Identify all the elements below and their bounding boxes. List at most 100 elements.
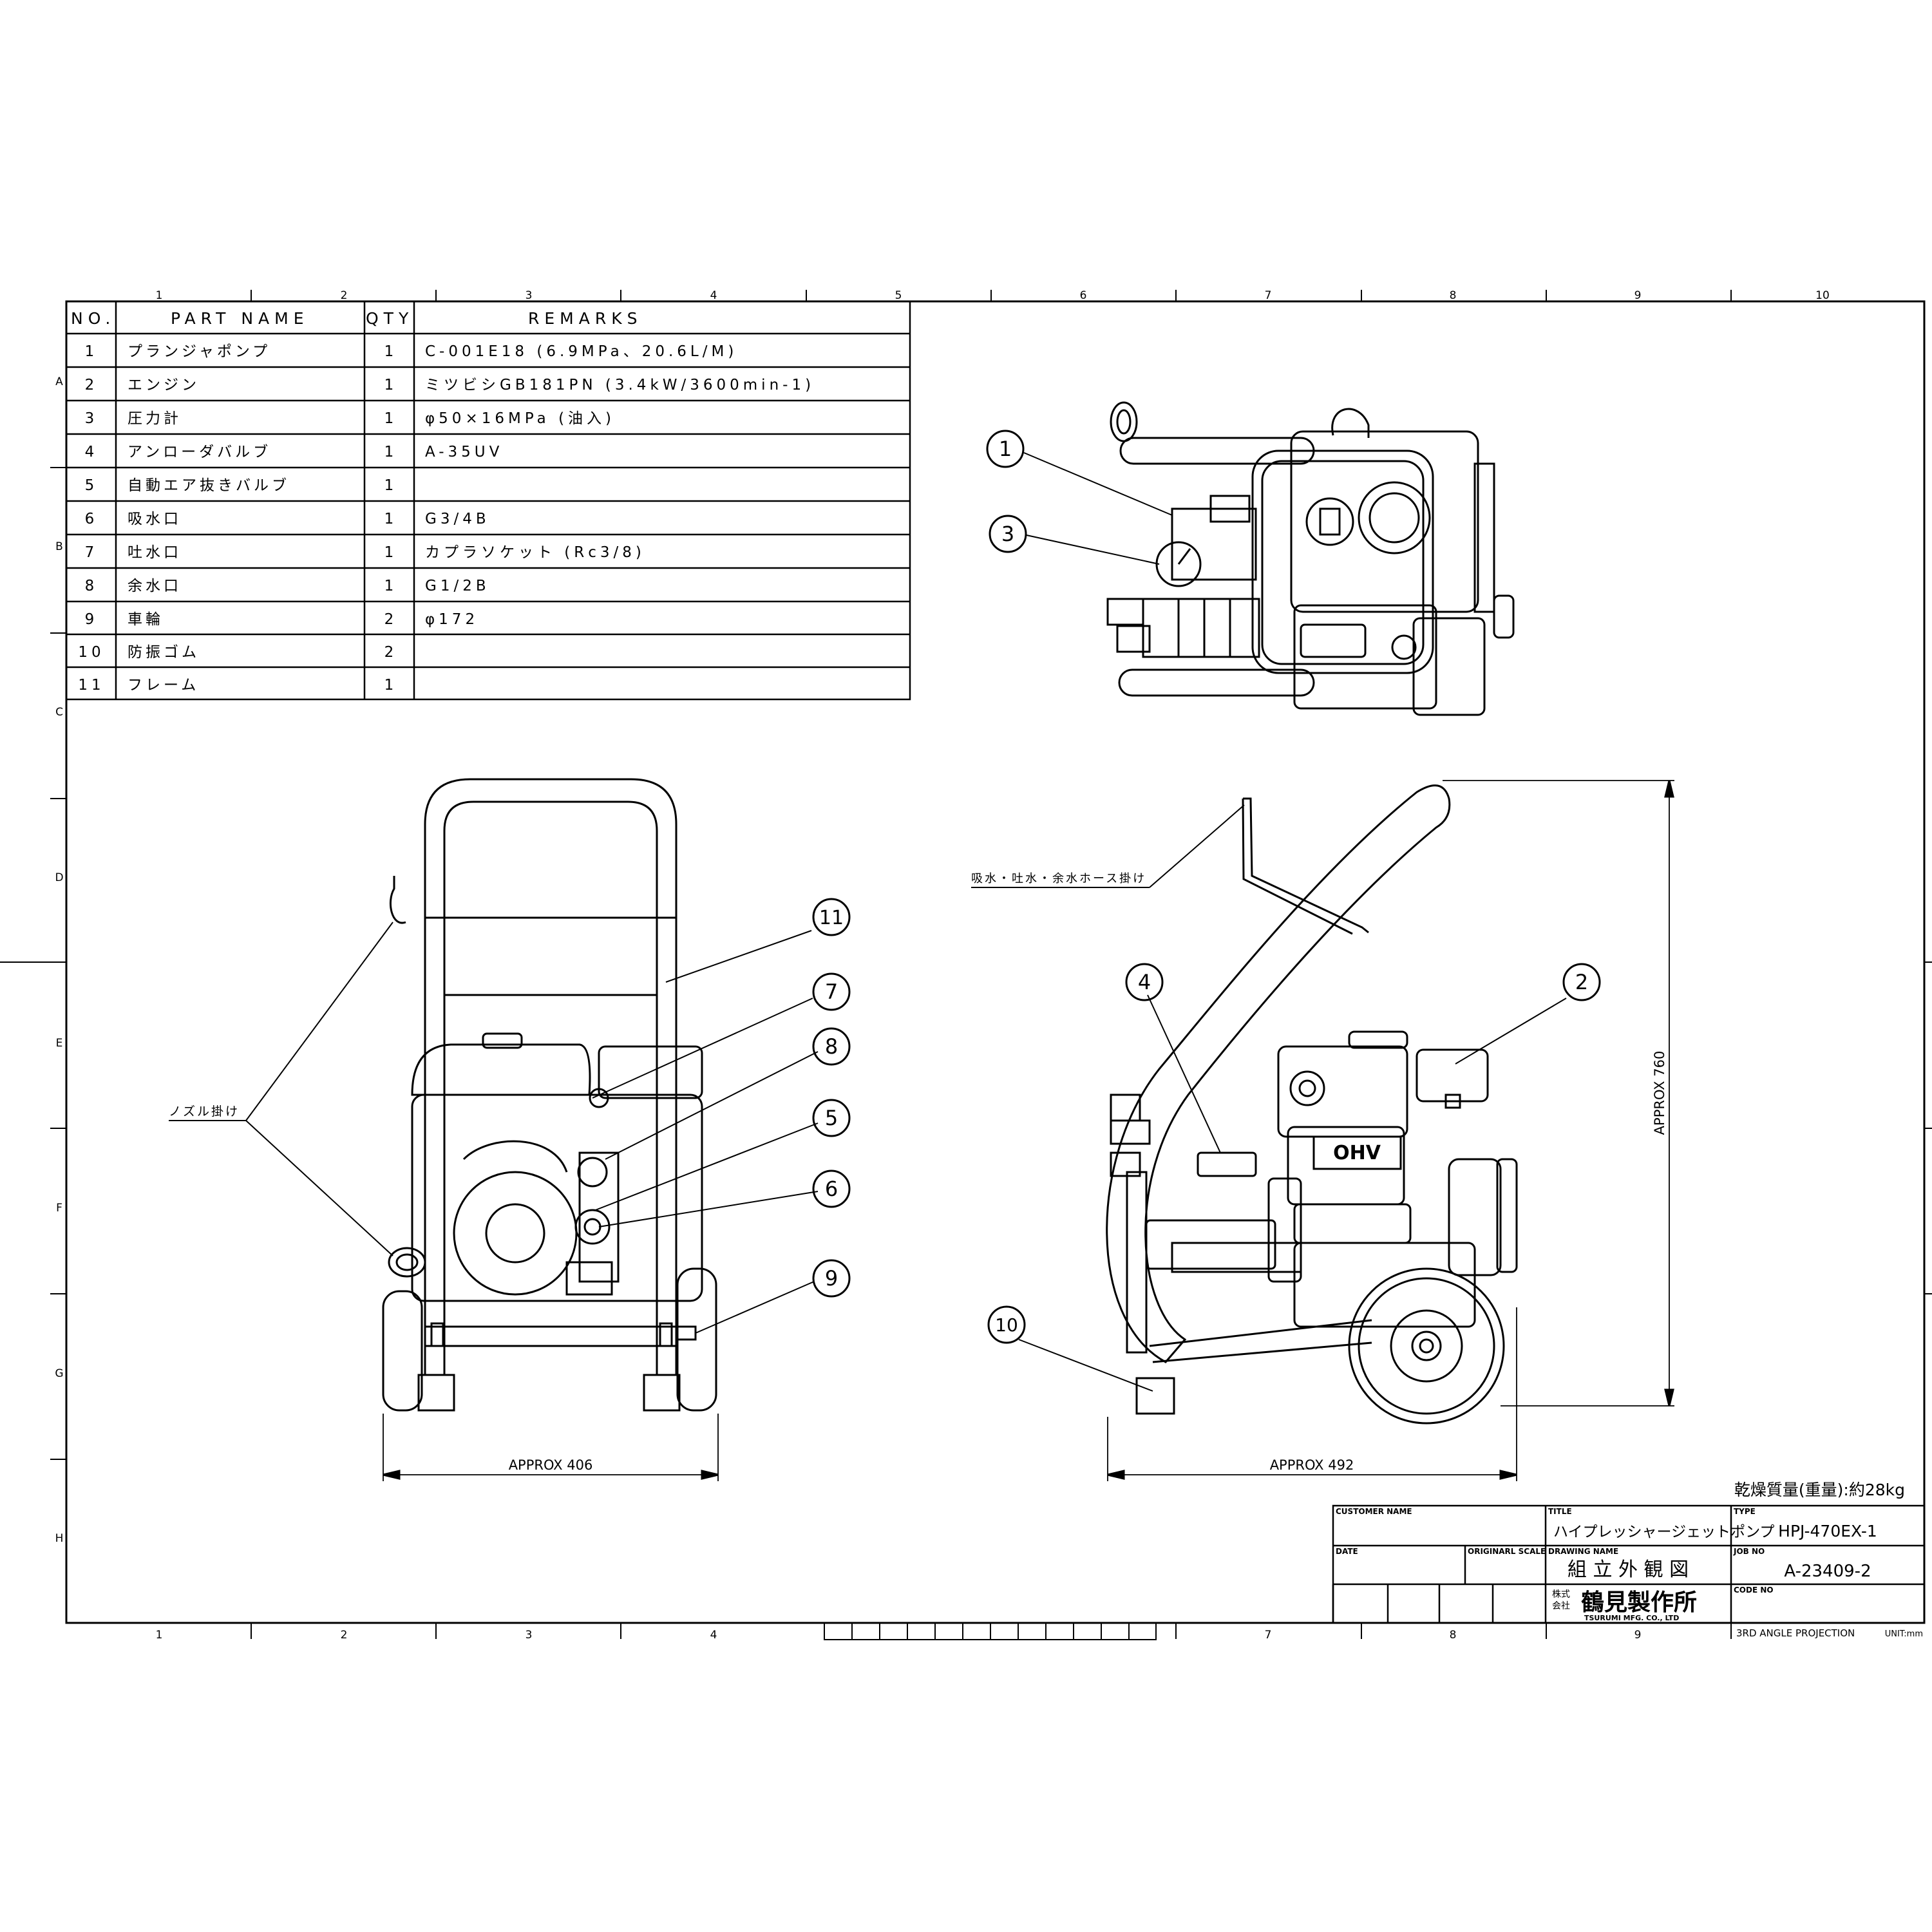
parts-cell-remarks: G1/2B — [425, 578, 490, 594]
zone-col-9-bottom: 9 — [1634, 1629, 1642, 1642]
callout-10: 10 — [987, 1305, 1026, 1344]
parts-cell-name: 自動エア抜きバルブ — [128, 477, 290, 494]
zone-col-3-bottom: 3 — [526, 1629, 533, 1642]
front-width-dimension: APPROX 406 — [509, 1457, 593, 1473]
company-name-en: TSURUMI MFG. CO., LTD — [1584, 1614, 1679, 1622]
zone-col-2-bottom: 2 — [341, 1629, 348, 1642]
parts-cell-name: フレーム — [128, 677, 199, 694]
parts-cell-qty: 1 — [384, 343, 394, 360]
customer-name-label: CUSTOMER NAME — [1336, 1507, 1412, 1516]
callout-9-label: 9 — [825, 1266, 838, 1291]
job-no-label: JOB NO — [1733, 1547, 1765, 1556]
callout-8-label: 8 — [825, 1034, 838, 1059]
callout-2: 2 — [1562, 963, 1601, 1001]
parts-table-body: 1 プランジャポンプ 1 C-001E18 (6.9MPa、20.6L/M) 2 エンジン… — [78, 343, 811, 694]
title-value: ハイプレッシャージェットポンプ — [1553, 1524, 1774, 1540]
zone-row-c: C — [55, 706, 63, 719]
zone-row-h: H — [55, 1532, 64, 1545]
original-scale-label: ORIGINARL SCALE — [1468, 1547, 1546, 1556]
side-view — [971, 780, 1674, 1481]
sheet-border — [65, 300, 1926, 1624]
parts-cell-qty: 2 — [384, 611, 394, 628]
parts-cell-qty: 2 — [384, 644, 394, 661]
engine-ohv-badge: OHV — [1333, 1142, 1381, 1164]
top-view — [1023, 401, 1515, 716]
company-prefix-bottom: 会社 — [1552, 1601, 1570, 1611]
zone-row-f: F — [56, 1202, 62, 1215]
parts-cell-qty: 1 — [384, 677, 394, 694]
unit-note: UNIT:mm — [1885, 1629, 1923, 1639]
title-block: CUSTOMER NAME TITLE TYPE DATE ORIGINARL … — [1332, 1504, 1926, 1624]
parts-cell-remarks: C-001E18 (6.9MPa、20.6L/M) — [425, 343, 737, 360]
parts-cell-name: エンジン — [128, 377, 200, 393]
dry-mass-note: 乾燥質量(重量):約28kg — [1734, 1481, 1905, 1499]
callout-6-label: 6 — [825, 1177, 838, 1201]
parts-table: NO. PART NAME QTY REMARKS 1 プランジャポンプ 1 C-00… — [65, 300, 911, 701]
zone-col-7-top: 7 — [1265, 289, 1272, 302]
parts-cell-qty: 1 — [384, 377, 394, 393]
parts-cell-remarks: φ50×16MPa (油入) — [425, 410, 615, 427]
zone-row-b: B — [55, 540, 63, 553]
callout-4: 4 — [1125, 963, 1164, 1001]
callout-1-label: 1 — [999, 437, 1012, 461]
parts-cell-qty: 1 — [384, 410, 394, 427]
parts-cell-no: 11 — [78, 677, 104, 694]
side-width-dimension: APPROX 492 — [1270, 1457, 1354, 1473]
parts-cell-name: 圧力計 — [128, 410, 182, 427]
zone-col-9-top: 9 — [1634, 289, 1642, 302]
callout-10-label: 10 — [995, 1314, 1018, 1336]
callout-5-label: 5 — [825, 1106, 838, 1130]
zone-col-4-top: 4 — [710, 289, 717, 302]
zone-col-2-top: 2 — [341, 289, 348, 302]
header-part-name: PART NAME — [171, 309, 309, 328]
zone-col-8-top: 8 — [1450, 289, 1457, 302]
side-height-dimension: APPROX 760 — [1652, 1051, 1667, 1135]
zone-col-3-top: 3 — [526, 289, 533, 302]
parts-cell-remarks: A-35UV — [425, 444, 503, 460]
callout-9: 9 — [812, 1259, 851, 1298]
header-no: NO. — [71, 309, 115, 328]
callout-3: 3 — [989, 515, 1027, 553]
front-view — [169, 778, 819, 1481]
callout-11-label: 11 — [819, 907, 844, 929]
zone-col-1-bottom: 1 — [156, 1629, 163, 1642]
job-no-value: A-23409-2 — [1784, 1562, 1871, 1581]
parts-cell-no: 1 — [85, 343, 99, 360]
parts-cell-no: 8 — [85, 578, 99, 594]
parts-cell-qty: 1 — [384, 544, 394, 561]
zone-ticks-horizontal — [251, 290, 1732, 1639]
parts-cell-no: 3 — [85, 410, 99, 427]
header-remarks: REMARKS — [528, 309, 642, 328]
parts-cell-qty: 1 — [384, 511, 394, 527]
zone-col-1-top: 1 — [156, 289, 163, 302]
parts-cell-name: 吐水口 — [128, 544, 182, 561]
parts-cell-remarks: G3/4B — [425, 511, 490, 527]
callout-4-label: 4 — [1138, 970, 1151, 994]
date-label: DATE — [1336, 1547, 1358, 1556]
drawing-name-label: DRAWING NAME — [1548, 1547, 1618, 1556]
type-value: HPJ-470EX-1 — [1778, 1522, 1877, 1540]
parts-cell-no: 4 — [85, 444, 99, 460]
header-qty: QTY — [366, 309, 413, 328]
parts-cell-remarks: カプラソケット (Rc3/8) — [425, 544, 645, 561]
parts-cell-name: 防振ゴム — [128, 644, 200, 661]
nozzle-hook-label: ノズル掛け — [169, 1104, 240, 1119]
code-no-label: CODE NO — [1734, 1586, 1774, 1595]
parts-cell-name: 吸水口 — [128, 511, 182, 527]
callout-8: 8 — [812, 1027, 851, 1066]
zone-col-5-top: 5 — [895, 289, 902, 302]
callout-5: 5 — [812, 1099, 851, 1137]
scale-bar — [824, 1622, 1157, 1640]
parts-cell-name: プランジャポンプ — [128, 343, 270, 360]
parts-cell-name: アンローダバルブ — [128, 444, 271, 460]
zone-col-8-bottom: 8 — [1450, 1629, 1457, 1642]
parts-cell-no: 6 — [85, 511, 99, 527]
title-label: TITLE — [1548, 1507, 1572, 1516]
zone-ticks-vertical — [50, 467, 1932, 1460]
parts-cell-qty: 1 — [384, 477, 394, 494]
parts-cell-remarks: φ172 — [425, 611, 478, 628]
callout-7: 7 — [812, 972, 851, 1011]
parts-cell-no: 9 — [85, 611, 99, 628]
zone-row-a: A — [55, 375, 63, 388]
